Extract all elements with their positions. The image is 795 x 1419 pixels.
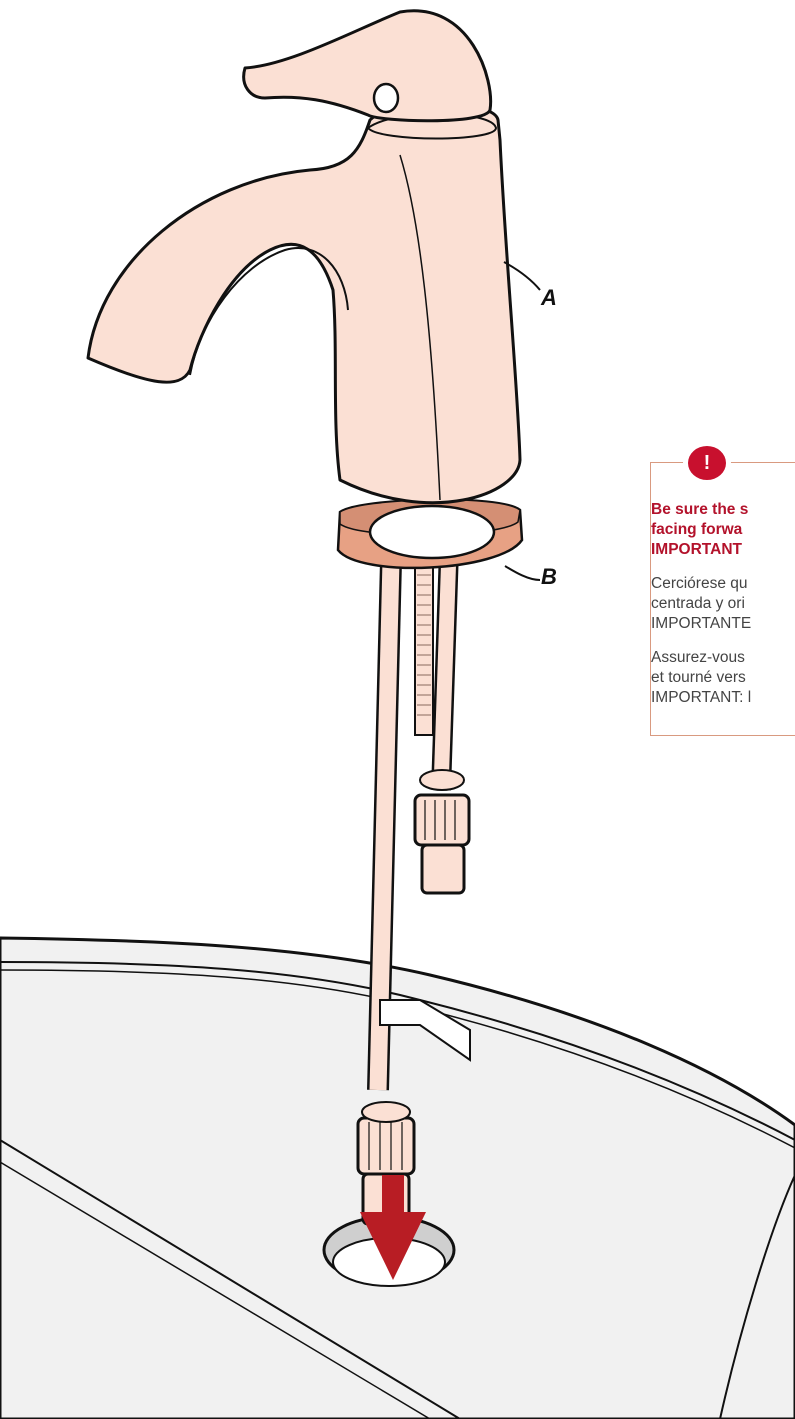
- warning-fr-line: Assurez-vous: [651, 648, 795, 668]
- warning-text: Be sure the s facing forwa IMPORTANT Cer…: [651, 500, 795, 708]
- warning-es-line: Cerciórese qu: [651, 574, 795, 594]
- callout-label-a: A: [541, 285, 557, 311]
- upper-coupling-nut: [415, 770, 469, 893]
- gasket: [338, 500, 522, 568]
- warning-en-line: IMPORTANT: [651, 540, 795, 560]
- warning-es-line: centrada y ori: [651, 594, 795, 614]
- warning-en-line: Be sure the s: [651, 500, 795, 520]
- warning-french: Assurez-vous et tourné vers IMPORTANT: l: [651, 648, 795, 708]
- warning-spanish: Cerciórese qu centrada y ori IMPORTANTE: [651, 574, 795, 634]
- warning-fr-line: et tourné vers: [651, 668, 795, 688]
- callout-label-b: B: [541, 564, 557, 590]
- warning-english: Be sure the s facing forwa IMPORTANT: [651, 500, 795, 560]
- faucet-body: [88, 103, 520, 503]
- faucet-handle: [244, 11, 491, 121]
- warning-exclamation-icon: !: [683, 441, 731, 485]
- warning-es-line: IMPORTANTE: [651, 614, 795, 634]
- warning-fr-line: IMPORTANT: l: [651, 688, 795, 708]
- callout-b-leader: [505, 566, 540, 580]
- warning-en-line: facing forwa: [651, 520, 795, 540]
